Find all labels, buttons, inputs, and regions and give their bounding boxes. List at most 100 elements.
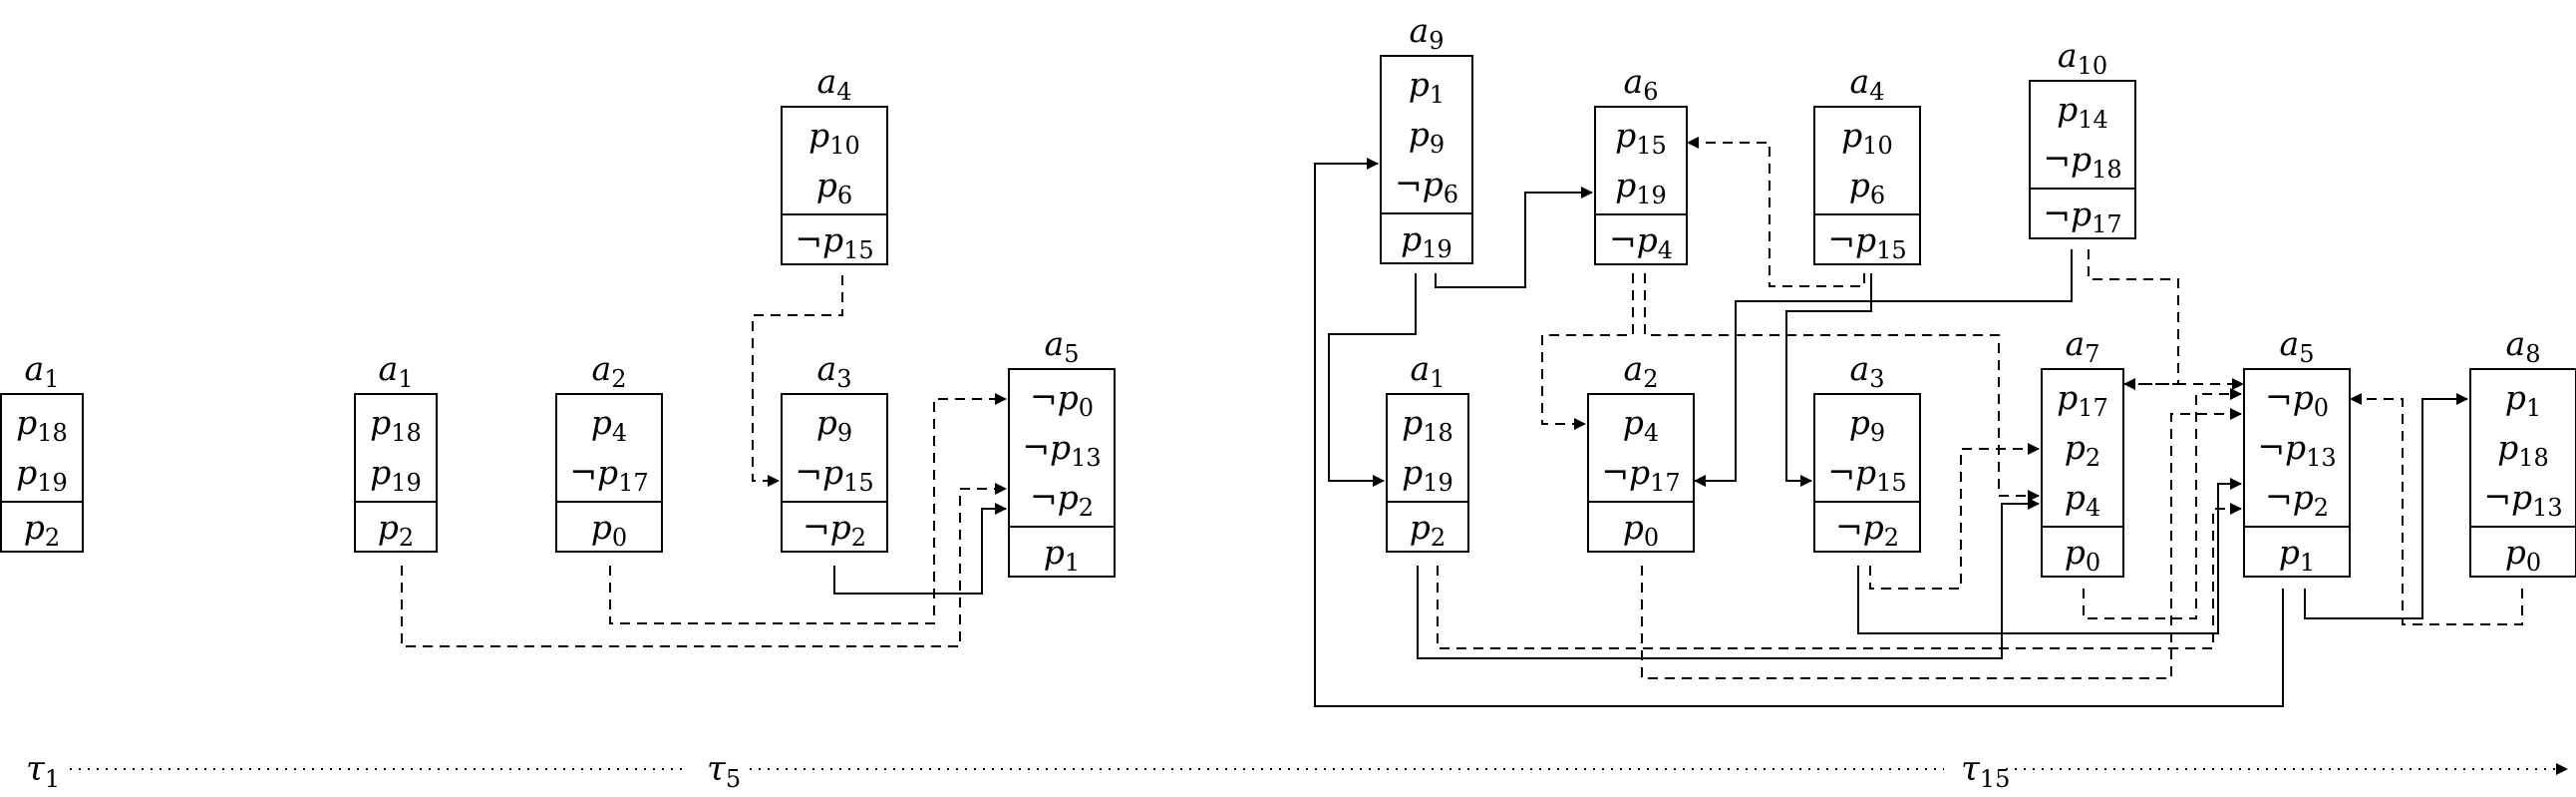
action-node-box [1813, 106, 1921, 265]
action-node-label: a4 [817, 62, 852, 106]
precondition: p6 [816, 166, 852, 209]
precondition: p9 [1409, 115, 1445, 159]
solid-dependency-edge [1785, 273, 1872, 487]
action-node-box [781, 106, 888, 265]
effect: p2 [1410, 508, 1446, 552]
dashed-dependency-edge [1541, 273, 1634, 430]
action-node-label: a9 [1410, 11, 1445, 55]
dashed-dependency-edge [1869, 443, 2040, 590]
action-node-box [2029, 80, 2136, 239]
precondition: p4 [2065, 478, 2100, 522]
action-node-box [2041, 368, 2124, 578]
timeline-step-label: τ15 [1961, 749, 2010, 793]
precondition: ¬p13 [2257, 428, 2336, 472]
action-node-box [1386, 393, 1469, 553]
precondition: p2 [2065, 428, 2100, 472]
dashed-dependency-edge [2083, 388, 2242, 619]
solid-dependency-edge [1328, 273, 1417, 487]
precondition: p15 [1615, 116, 1667, 160]
action-node-label: a1 [379, 349, 414, 393]
precondition: p19 [370, 453, 422, 497]
precondition: ¬p2 [2265, 478, 2329, 522]
action-node-box [2243, 368, 2351, 578]
dashed-dependency-edge [2088, 249, 2179, 390]
effect: ¬p15 [1827, 220, 1906, 264]
action-node-box [1594, 106, 1688, 265]
action-node-label: a1 [1411, 349, 1446, 393]
action-node-label: a4 [1850, 62, 1885, 106]
action-node-box [555, 393, 663, 553]
timeline-step-label: τ5 [707, 749, 741, 793]
action-node-s3_a1: a1 p18 p19 p2 [1386, 349, 1469, 553]
action-node-box [0, 393, 84, 553]
precondition: p19 [16, 453, 68, 497]
dashed-dependency-edge [1437, 503, 2242, 649]
action-node-s3_a4: a4 p10 p6 ¬p15 [1813, 62, 1921, 265]
action-node-s3_a5: a5 ¬p0 ¬p13 ¬p2 p1 [2243, 324, 2351, 578]
precondition: ¬p6 [1395, 165, 1458, 208]
action-node-label: a2 [1624, 349, 1659, 393]
solid-dependency-edge [2304, 393, 2468, 619]
effect: ¬p4 [1609, 220, 1673, 264]
precondition: p18 [2497, 428, 2549, 472]
effect: p1 [2279, 533, 2315, 577]
precondition: p9 [816, 403, 852, 447]
precondition: ¬p18 [2043, 140, 2121, 184]
effect: ¬p17 [2043, 195, 2121, 238]
precondition: ¬p17 [569, 453, 648, 497]
action-node-label: a5 [1045, 324, 1080, 368]
dashed-dependency-edge [609, 393, 1007, 624]
precondition: ¬p0 [2265, 378, 2329, 422]
timeline-step-label: τ1 [26, 749, 60, 793]
action-node-box [1008, 368, 1116, 578]
precondition: p6 [1849, 166, 1885, 209]
effect: p2 [378, 508, 414, 552]
solid-dependency-edge [833, 503, 1007, 595]
dashed-dependency-edge [401, 483, 1007, 647]
precondition: ¬p13 [1022, 428, 1101, 472]
effect: ¬p15 [795, 220, 873, 264]
action-node-box [781, 393, 888, 553]
precondition: ¬p0 [1030, 378, 1094, 422]
solid-dependency-edge [1857, 478, 2242, 634]
action-node-box [1587, 393, 1695, 553]
effect: ¬p2 [1835, 508, 1899, 552]
solid-dependency-edge [1314, 158, 2284, 707]
action-node-box [354, 393, 438, 553]
action-node-label: a3 [1850, 349, 1885, 393]
solid-dependency-edge [1417, 498, 2040, 659]
precondition: ¬p17 [1601, 453, 1680, 497]
nodes: a1 p18 p19 p2 a1 p18 p19 p2 a2 p4 ¬p17 p0 a4 p10 p6 ¬p1… [0, 11, 2576, 578]
action-node-label: a7 [2066, 324, 2100, 368]
action-node-label: a3 [817, 349, 852, 393]
timeline: τ1 τ5 τ15 [26, 749, 2568, 793]
action-node-box [1380, 55, 1473, 264]
precondition: p19 [1402, 453, 1453, 497]
precondition: p4 [1623, 403, 1659, 447]
dashed-dependency-edge [1687, 137, 1865, 287]
dashed-dependency-edge [1641, 408, 2242, 679]
precondition: p1 [1409, 65, 1445, 109]
effect: ¬p2 [803, 508, 866, 552]
effect: p0 [2065, 533, 2100, 577]
precondition: p18 [16, 403, 68, 447]
precondition: p19 [1615, 166, 1667, 209]
action-node-label: a2 [592, 349, 627, 393]
effect: p0 [591, 508, 627, 552]
precondition: p1 [2505, 378, 2541, 422]
precondition: p18 [1402, 403, 1453, 447]
precondition: p10 [1841, 116, 1893, 160]
action-node-box [1813, 393, 1921, 553]
dashed-dependency-edge [1644, 273, 2040, 502]
action-node-label: a5 [2280, 324, 2315, 368]
